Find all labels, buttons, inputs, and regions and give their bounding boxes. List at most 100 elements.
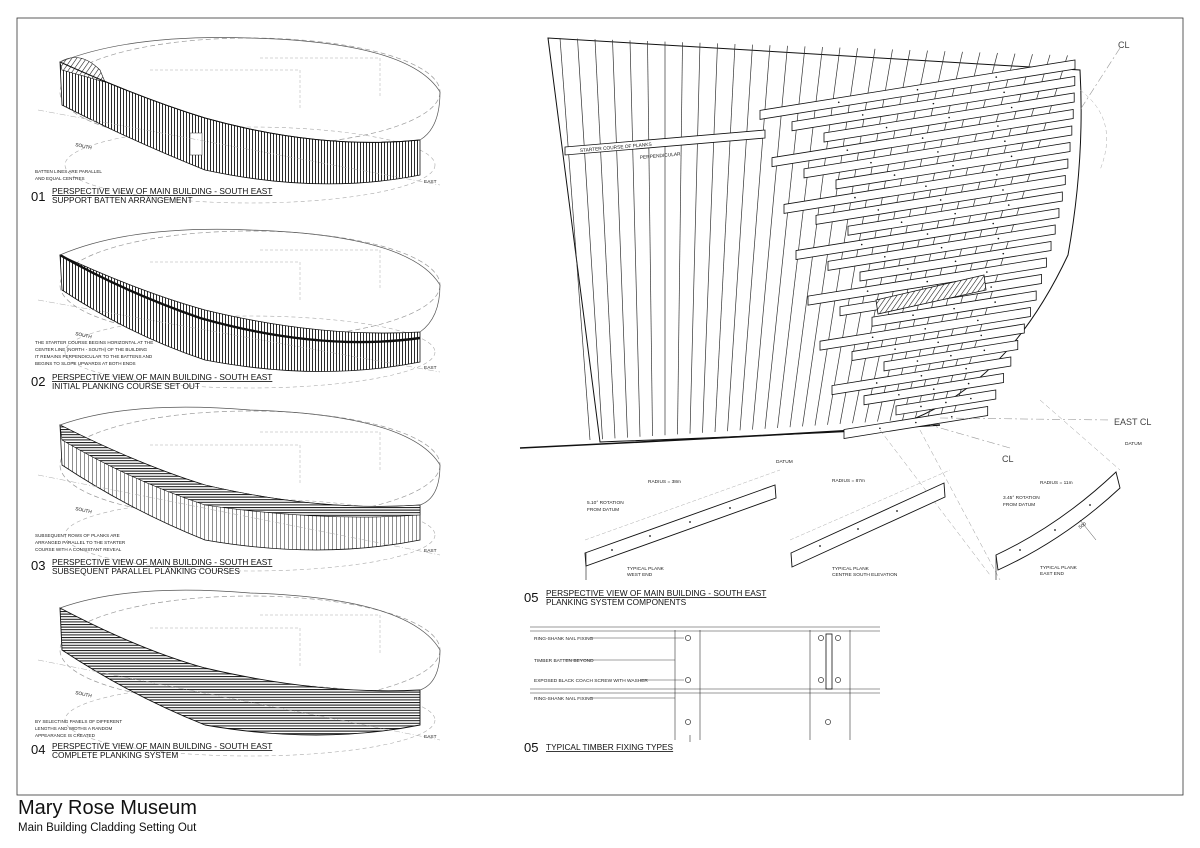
view-04-subtitle: COMPLETE PLANKING SYSTEM — [52, 750, 178, 760]
caption-centre-1: TYPICAL PLANK — [832, 566, 870, 572]
sheet-subtitle: Main Building Cladding Setting Out — [18, 822, 197, 834]
plank-fixing — [990, 286, 992, 288]
plank-fixing — [983, 349, 986, 352]
plank-fixing — [932, 102, 935, 105]
plank-fixing — [846, 149, 849, 151]
batten-line — [577, 38, 603, 440]
cl-bottom-label: CL — [1002, 454, 1014, 464]
plank-fixing — [937, 341, 939, 344]
plank-fixing — [884, 255, 886, 258]
view-05-number: 05 — [524, 590, 538, 605]
plank-fixing — [877, 209, 880, 211]
batten-line — [714, 43, 736, 433]
batten-line — [727, 44, 753, 432]
view-02: SOUTH EAST THE STARTER COURSE BEGINS HOR… — [31, 228, 441, 391]
sheet-title: Mary Rose Museum — [18, 797, 197, 819]
plank-fixing — [932, 388, 935, 390]
plank-fixing — [1004, 140, 1006, 143]
east-cl-label: EAST CL — [1114, 417, 1151, 427]
south-label-01: SOUTH — [75, 142, 93, 151]
plank-fixing — [879, 427, 881, 430]
plank-fixing — [953, 307, 955, 310]
plank-fixing — [912, 314, 914, 317]
caption-east-1: TYPICAL PLANK — [1040, 565, 1078, 571]
plank-fixing — [870, 161, 872, 164]
view-04-number: 04 — [31, 742, 45, 757]
dimension-east: 500 — [1078, 521, 1088, 531]
plank-fixing — [916, 360, 919, 362]
south-label-02: SOUTH — [75, 331, 93, 340]
datum-east: DATUM — [1125, 441, 1142, 447]
batten-line — [594, 39, 616, 439]
note-02-line-1: THE STARTER COURSE BEGINS HORIZONTAL AT … — [35, 340, 153, 345]
plank-fixing — [952, 164, 954, 167]
plank-fixing — [950, 415, 953, 418]
note-04-line-2: LENGTHS AND WIDTHS A RANDOM — [35, 726, 113, 731]
fixing-types-view: RING-SHANK NAIL FIXING TIMBER BATTEN BEY… — [524, 626, 880, 755]
plank-fixing — [940, 246, 943, 249]
note-02-line-2: CENTER LINE (NORTH - SOUTH) OF THE BUILD… — [35, 347, 148, 352]
highlighted-plank — [875, 274, 987, 315]
plank-fixing — [986, 271, 988, 273]
plank-fixing — [939, 199, 942, 201]
batten-line — [559, 37, 591, 441]
plank-fixing — [965, 367, 967, 370]
plank-fixing — [854, 196, 856, 199]
plank-fixing — [924, 328, 927, 330]
fixing-view-number: 05 — [524, 740, 538, 755]
plank-fixing — [926, 233, 929, 235]
plank-fixing — [967, 382, 970, 385]
view-01-title: PERSPECTIVE VIEW OF MAIN BUILDING - SOUT… — [52, 186, 272, 196]
batten-line — [802, 48, 858, 427]
view-03: SOUTH EAST SUBSEQUENT ROWS OF PLANKS ARE… — [31, 406, 441, 576]
view-02-title: PERSPECTIVE VIEW OF MAIN BUILDING - SOUT… — [52, 372, 272, 382]
plank-fixing — [875, 382, 878, 384]
plank-fixing — [950, 354, 952, 357]
plank-fixing — [916, 88, 919, 91]
view-05-title: PERSPECTIVE VIEW OF MAIN BUILDING - SOUT… — [546, 588, 766, 598]
rotation-west-1: 5.10° ROTATION — [587, 500, 624, 506]
plank-fixing — [1002, 189, 1004, 191]
plank-fixing — [900, 221, 903, 224]
plank-fixing — [837, 101, 840, 104]
perpendicular-label: PERPENDICULAR — [640, 151, 682, 161]
east-label-01: EAST — [424, 179, 437, 185]
plank-fixing — [992, 222, 995, 225]
view-03-number: 03 — [31, 558, 45, 573]
plank-component-west: RADIUS = 38m 5.10° ROTATION FROM DATUM D… — [584, 459, 793, 580]
complete-planking-04 — [59, 607, 421, 736]
batten-line — [702, 43, 718, 433]
note-02-line-4: BEGINS TO SLOPE UPWARDS AT BOTH ENDS — [35, 361, 136, 366]
plank-fixing — [1010, 155, 1013, 158]
planking-surface-02 — [59, 254, 421, 372]
plank-fixing — [920, 375, 923, 377]
rotation-east-2: FROM DATUM — [1003, 502, 1035, 508]
note-03-line-2: ARRANGED PARALLEL TO THE STARTER — [35, 540, 126, 545]
fixing-label-1: RING-SHANK NAIL FIXING — [534, 636, 594, 642]
plank-fixing — [894, 348, 896, 350]
plank-fixing — [997, 125, 999, 127]
note-03-line-3: COURSE WITH A CONSISTANT REVEAL — [35, 547, 122, 552]
east-label-02: EAST — [424, 365, 437, 371]
cl-top-label: CL — [1118, 40, 1130, 50]
plank-fixing — [995, 76, 998, 78]
view-01: SOUTH EAST BATTEN LINES ARE PARALLEL AND… — [31, 37, 441, 205]
batten-surface — [59, 61, 421, 185]
east-label-04: EAST — [424, 734, 437, 740]
view-05-subtitle: PLANKING SYSTEM COMPONENTS — [546, 597, 687, 607]
caption-west-1: TYPICAL PLANK — [627, 566, 665, 572]
fixing-label-4: RING-SHANK NAIL FIXING — [534, 696, 594, 702]
plank-component-centre: RADIUS = 87m TYPICAL PLANK CENTRE SOUTH … — [789, 469, 951, 578]
south-label-04: SOUTH — [75, 690, 93, 699]
plank-fixing — [954, 260, 957, 263]
batten-line — [752, 45, 788, 430]
batten-line — [647, 40, 653, 437]
view-02-subtitle: INITIAL PLANKING COURSE SET OUT — [52, 381, 200, 391]
batten-line — [789, 47, 841, 428]
plank-fixing — [893, 174, 896, 176]
batten-line — [612, 39, 628, 438]
plank-fixing — [980, 334, 983, 337]
caption-west-2: WEST END — [627, 572, 653, 578]
plank-fixing — [871, 336, 874, 339]
